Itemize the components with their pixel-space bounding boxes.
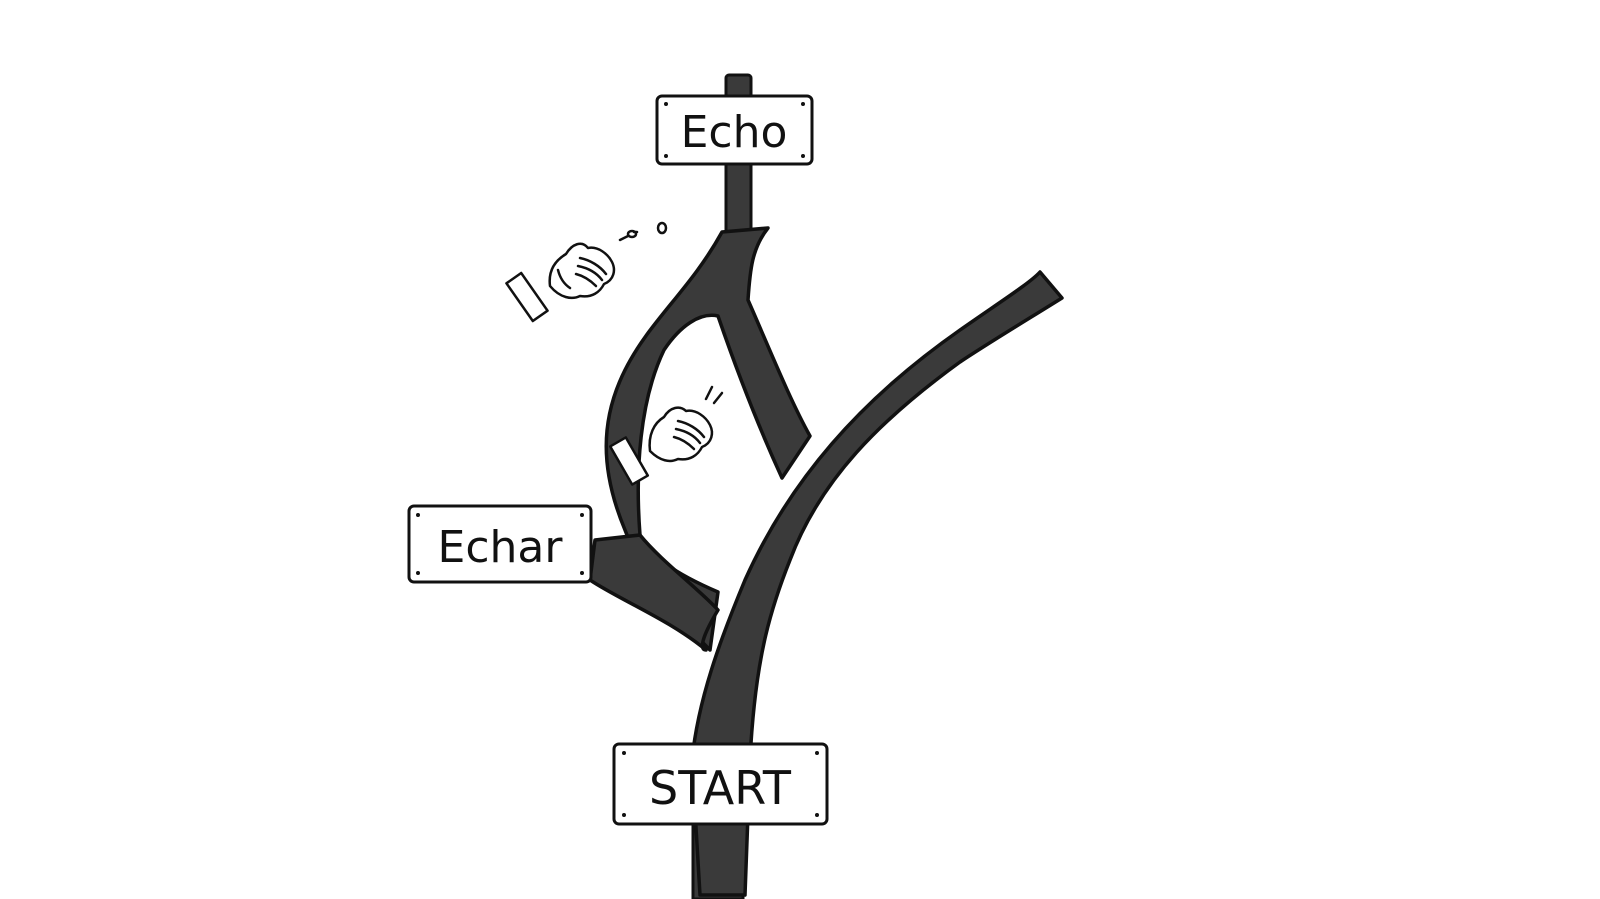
clapping-hand-icon bbox=[608, 385, 724, 486]
road-left-stub bbox=[588, 533, 720, 652]
sign-start: START bbox=[612, 742, 829, 826]
sign-start-label: START bbox=[649, 761, 792, 815]
sign-echo: Echo bbox=[655, 94, 814, 166]
road-upper-left-branch bbox=[604, 226, 812, 652]
clapping-hand-icon bbox=[505, 221, 668, 323]
sign-echar: Echar bbox=[407, 504, 593, 584]
sign-echo-label: Echo bbox=[681, 107, 788, 158]
sign-echar-label: Echar bbox=[438, 522, 564, 573]
road-main-branch bbox=[690, 270, 1064, 897]
